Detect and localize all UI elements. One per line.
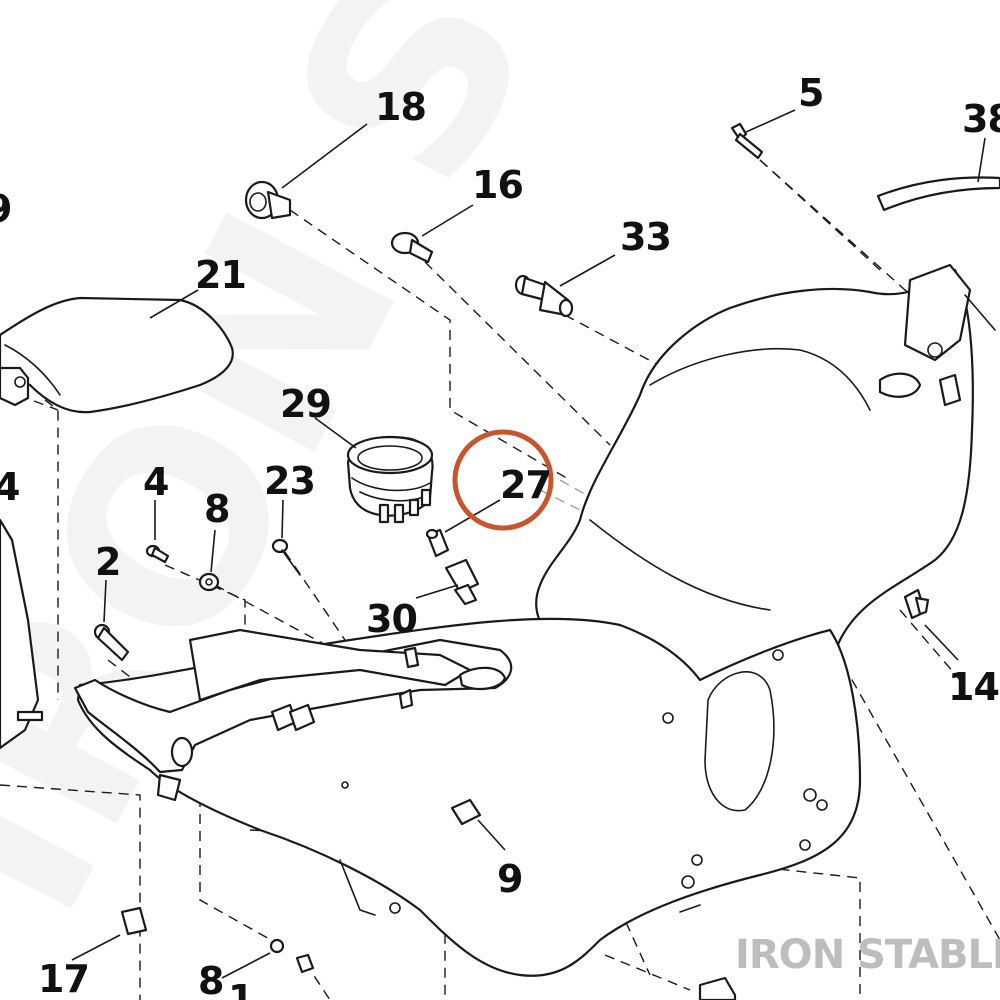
callout-17[interactable]: 17 [38,957,90,1000]
push-pin-part [390,231,434,264]
callout-27[interactable]: 27 [500,463,552,507]
callout-33[interactable]: 33 [620,215,672,259]
highlight-circle [452,429,554,531]
callout-18[interactable]: 18 [375,85,427,129]
washer-8-part [198,572,220,592]
callout-4[interactable]: 4 [143,460,169,504]
callout-24[interactable]: 4 [0,465,20,509]
bottom-bracket-part [698,976,737,1000]
screw-4-part [145,544,170,564]
seat-pad-part [0,296,234,414]
callout-labels: 18 5 38 16 33 9 21 29 27 4 8 23 4 2 30 1… [0,71,1000,1000]
fairing-body-part [535,263,996,695]
stud-bolt-part [514,274,574,318]
callout-14[interactable]: 14 [948,665,1000,709]
callout-8a[interactable]: 8 [204,487,230,531]
callout-19[interactable]: 9 [0,187,12,231]
callout-9[interactable]: 9 [497,857,523,901]
pin-23-part [271,538,301,576]
callout-8b[interactable]: 8 [198,959,224,1000]
mounting-bracket-part [73,628,513,802]
brand-logo: IRON STABLE [735,932,1000,978]
bolt-2-part [93,623,130,662]
connector-part [444,558,480,606]
left-bracket-part [0,518,44,750]
leader-lines [71,109,986,979]
callout-1x[interactable]: 1 [228,977,254,1000]
bulb-socket-part [425,528,450,558]
grommet-part [244,180,292,220]
callout-21[interactable]: 21 [195,253,247,297]
callout-2[interactable]: 2 [95,540,121,584]
bolt-5-part [730,122,764,160]
gauge-part [346,435,434,524]
callout-5[interactable]: 5 [798,71,824,115]
callout-38[interactable]: 38 [962,97,1000,141]
callout-16[interactable]: 16 [472,163,524,207]
cable-part [876,176,1000,212]
callout-30[interactable]: 30 [366,597,418,641]
nut-9-part [450,798,482,826]
callout-23[interactable]: 23 [264,459,316,503]
clip-14-part [903,588,930,620]
washer-8b-part [269,938,315,974]
callout-29[interactable]: 29 [280,382,332,426]
clip-17-part [120,906,148,936]
